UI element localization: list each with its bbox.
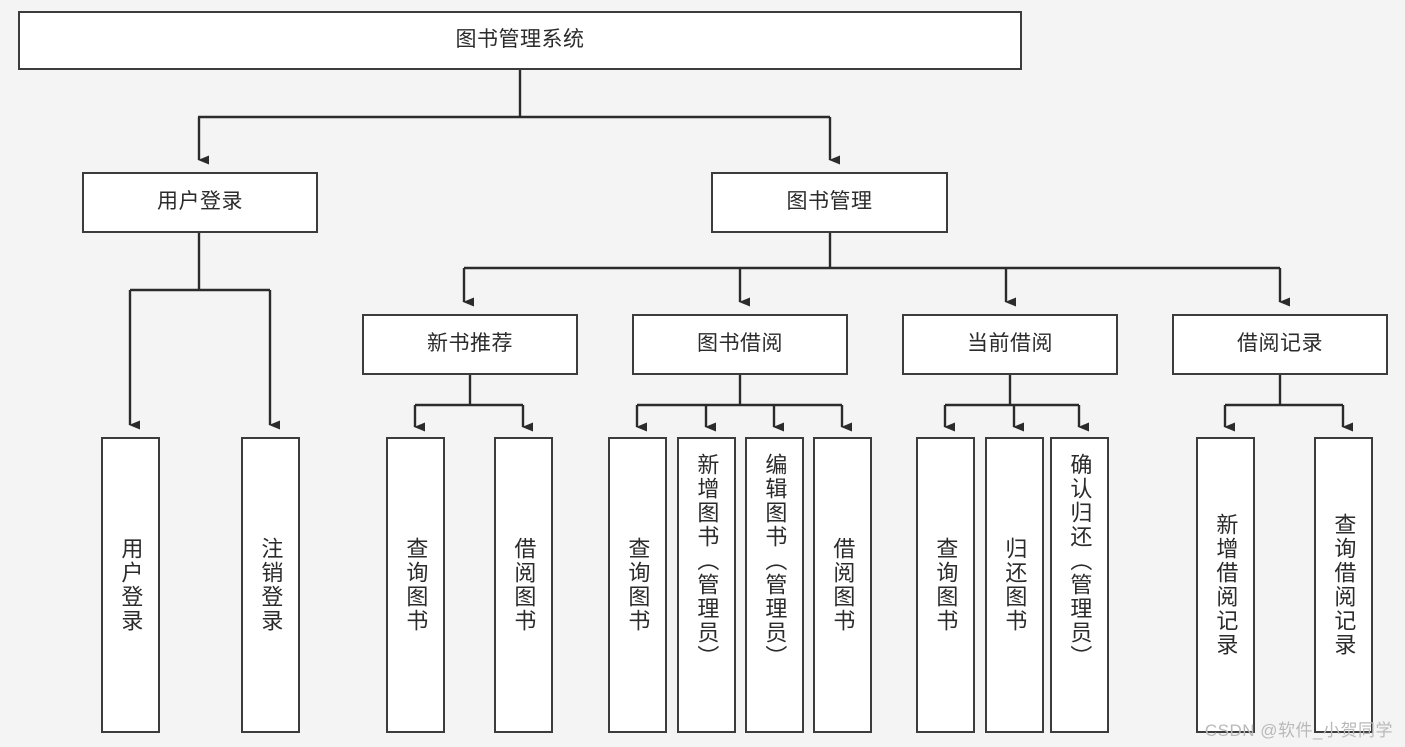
node-leaf-add-book-label: 新增图书（管理员） bbox=[694, 453, 720, 669]
node-user-login-label: 用户登录 bbox=[157, 190, 243, 214]
node-leaf-query-book-3[interactable]: 查询图书 bbox=[916, 437, 975, 733]
node-book-manage-label: 图书管理 bbox=[786, 190, 873, 214]
node-leaf-add-record[interactable]: 新增借阅记录 bbox=[1196, 437, 1255, 733]
node-leaf-user-login-label: 用户登录 bbox=[118, 537, 144, 633]
node-current-borrow-label: 当前借阅 bbox=[967, 332, 1053, 356]
node-leaf-confirm-return-label: 确认归还（管理员） bbox=[1067, 453, 1093, 669]
node-leaf-query-book-1[interactable]: 查询图书 bbox=[386, 437, 445, 733]
node-leaf-borrow-book-1[interactable]: 借阅图书 bbox=[494, 437, 553, 733]
node-borrow-record-label: 借阅记录 bbox=[1237, 332, 1323, 356]
node-new-book-recommend-label: 新书推荐 bbox=[427, 332, 513, 356]
node-leaf-borrow-book-1-label: 借阅图书 bbox=[511, 537, 537, 633]
node-leaf-edit-book-label: 编辑图书（管理员） bbox=[762, 453, 788, 669]
node-leaf-query-record[interactable]: 查询借阅记录 bbox=[1314, 437, 1373, 733]
node-user-login[interactable]: 用户登录 bbox=[82, 172, 318, 233]
node-leaf-borrow-book-2-label: 借阅图书 bbox=[830, 537, 856, 633]
node-current-borrow[interactable]: 当前借阅 bbox=[902, 314, 1118, 375]
node-leaf-add-book[interactable]: 新增图书（管理员） bbox=[677, 437, 736, 733]
node-leaf-query-book-3-label: 查询图书 bbox=[933, 537, 959, 633]
node-leaf-edit-book[interactable]: 编辑图书（管理员） bbox=[745, 437, 804, 733]
node-new-book-recommend[interactable]: 新书推荐 bbox=[362, 314, 578, 375]
node-leaf-query-book-2-label: 查询图书 bbox=[625, 537, 651, 633]
node-book-manage[interactable]: 图书管理 bbox=[711, 172, 948, 233]
node-root-label: 图书管理系统 bbox=[455, 28, 585, 52]
node-borrow-record[interactable]: 借阅记录 bbox=[1172, 314, 1388, 375]
node-leaf-query-book-2[interactable]: 查询图书 bbox=[608, 437, 667, 733]
node-leaf-return-book-label: 归还图书 bbox=[1002, 537, 1028, 633]
node-leaf-add-record-label: 新增借阅记录 bbox=[1213, 513, 1239, 657]
node-leaf-logout-login-label: 注销登录 bbox=[258, 537, 284, 633]
watermark: CSDN @软件_小贺同学 bbox=[1204, 721, 1393, 740]
node-leaf-query-book-1-label: 查询图书 bbox=[403, 537, 429, 633]
node-leaf-confirm-return[interactable]: 确认归还（管理员） bbox=[1050, 437, 1109, 733]
node-leaf-user-login[interactable]: 用户登录 bbox=[101, 437, 160, 733]
node-leaf-borrow-book-2[interactable]: 借阅图书 bbox=[813, 437, 872, 733]
node-leaf-logout-login[interactable]: 注销登录 bbox=[241, 437, 300, 733]
node-book-borrow-label: 图书借阅 bbox=[697, 332, 783, 356]
node-book-borrow[interactable]: 图书借阅 bbox=[632, 314, 848, 375]
node-leaf-query-record-label: 查询借阅记录 bbox=[1331, 513, 1357, 657]
node-leaf-return-book[interactable]: 归还图书 bbox=[985, 437, 1044, 733]
node-root[interactable]: 图书管理系统 bbox=[18, 11, 1022, 70]
